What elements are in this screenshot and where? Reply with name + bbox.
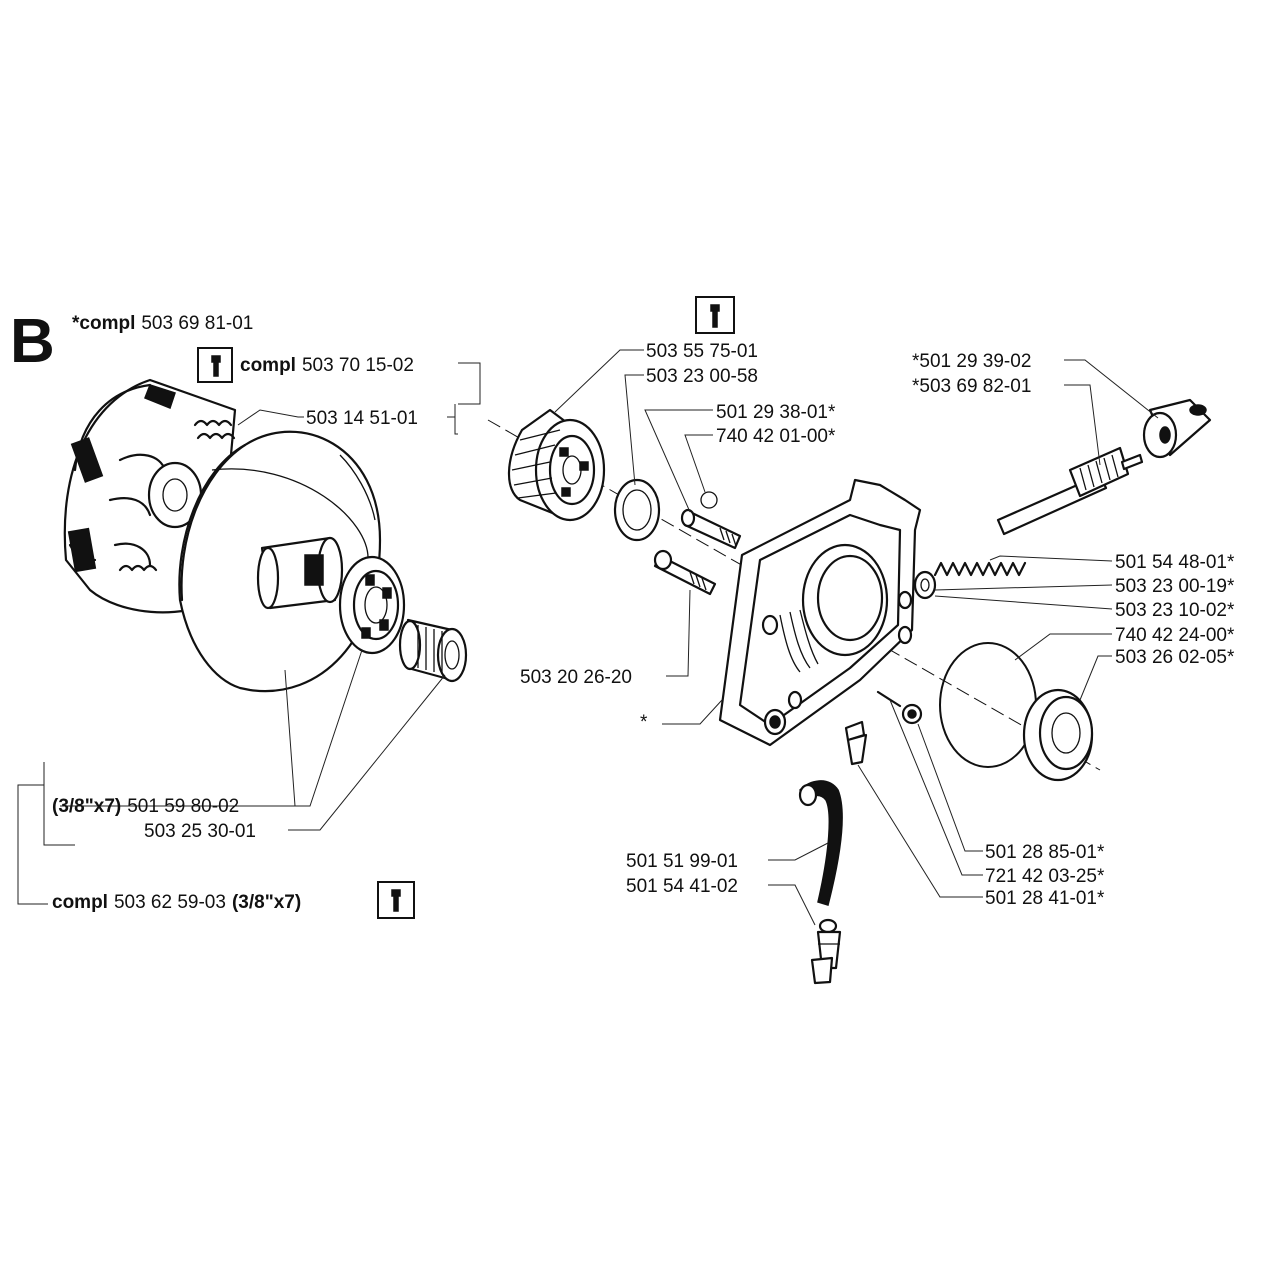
shaft-seal: [1022, 688, 1094, 782]
washer: [613, 478, 661, 542]
washer-b-label: 503 23 00-19*: [1115, 576, 1235, 597]
filter-label: 501 54 41-02: [626, 876, 738, 897]
clutch-spring-label: 503 14 51-01: [306, 408, 418, 429]
pump-housing: [718, 478, 922, 747]
clutch-kit-part: 503 69 81-01: [141, 313, 253, 334]
svg-text:(3/8"x7)501 59 80-02: (3/8"x7) 501 59 80-02: [52, 796, 239, 817]
pin: [876, 690, 902, 708]
seal-label: 503 26 02-05*: [1115, 647, 1235, 668]
clutch-kit-callout: *compl 503 69 81-01: [72, 313, 253, 334]
drum-kit-callout: compl 503 62 59-03 (3/8"x7): [52, 881, 415, 919]
drum-kit-spec: (3/8"x7): [232, 892, 301, 913]
screw-b: [653, 549, 717, 596]
clutch-kit-prefix: *compl: [72, 313, 135, 334]
screw-a: [680, 508, 742, 550]
small-oring: [700, 491, 718, 509]
screw-b-label: 503 20 26-20: [520, 667, 632, 688]
drum-kit-prefix: compl: [52, 892, 108, 913]
plug-label: 501 28 85-01*: [985, 842, 1105, 863]
needle-bearing: [398, 618, 468, 683]
washer-c-label: 503 23 10-02*: [1115, 600, 1235, 621]
housing-mark: *: [640, 712, 648, 733]
pump-piston: [996, 446, 1144, 536]
pump-cap: [1142, 398, 1212, 459]
section-letter: B: [10, 307, 55, 376]
wrench-icon: [391, 889, 401, 912]
clutch-tool-prefix: compl: [240, 355, 296, 376]
wrench-icon: [211, 355, 221, 377]
worm-gear: [507, 408, 606, 522]
hose-label: 501 51 99-01: [626, 851, 738, 872]
sprocket-spec: (3/8"x7): [52, 796, 121, 817]
large-oring-label: 740 42 24-00*: [1115, 625, 1235, 646]
pump-piston-label: *503 69 82-01: [912, 376, 1031, 397]
small-oring-label: 740 42 01-00*: [716, 426, 836, 447]
sprocket-part: 501 59 80-02: [127, 796, 239, 817]
oil-filter: [810, 918, 842, 985]
pin-label: 721 42 03-25*: [985, 866, 1105, 887]
sprocket-rim: [338, 555, 406, 655]
clutch-tool-callout: compl 503 70 15-02: [197, 347, 414, 383]
pump-cap-label: *501 29 39-02: [912, 351, 1031, 372]
oil-pump-illustration: [507, 398, 1212, 985]
pump-spring-label: 501 54 48-01*: [1115, 552, 1235, 573]
oil-nipple: [844, 720, 868, 766]
clutch-tool-part: 503 70 15-02: [302, 355, 414, 376]
clutch-drum: [178, 430, 382, 693]
pump-spring: [933, 561, 1027, 577]
screw-a-label: 501 29 38-01*: [716, 402, 836, 423]
worm-gear-label: 503 55 75-01: [646, 341, 758, 362]
bearing-label: 503 25 30-01: [144, 821, 256, 842]
oil-hose: [798, 780, 843, 906]
large-oring: [939, 642, 1037, 768]
nipple-label: 501 28 41-01*: [985, 888, 1105, 909]
washer-b: [913, 570, 937, 600]
washer-label: 503 23 00-58: [646, 366, 758, 387]
drum-kit-part: 503 62 59-03: [114, 892, 226, 913]
wrench-icon: [710, 304, 720, 328]
clutch-illustration: [63, 378, 468, 693]
